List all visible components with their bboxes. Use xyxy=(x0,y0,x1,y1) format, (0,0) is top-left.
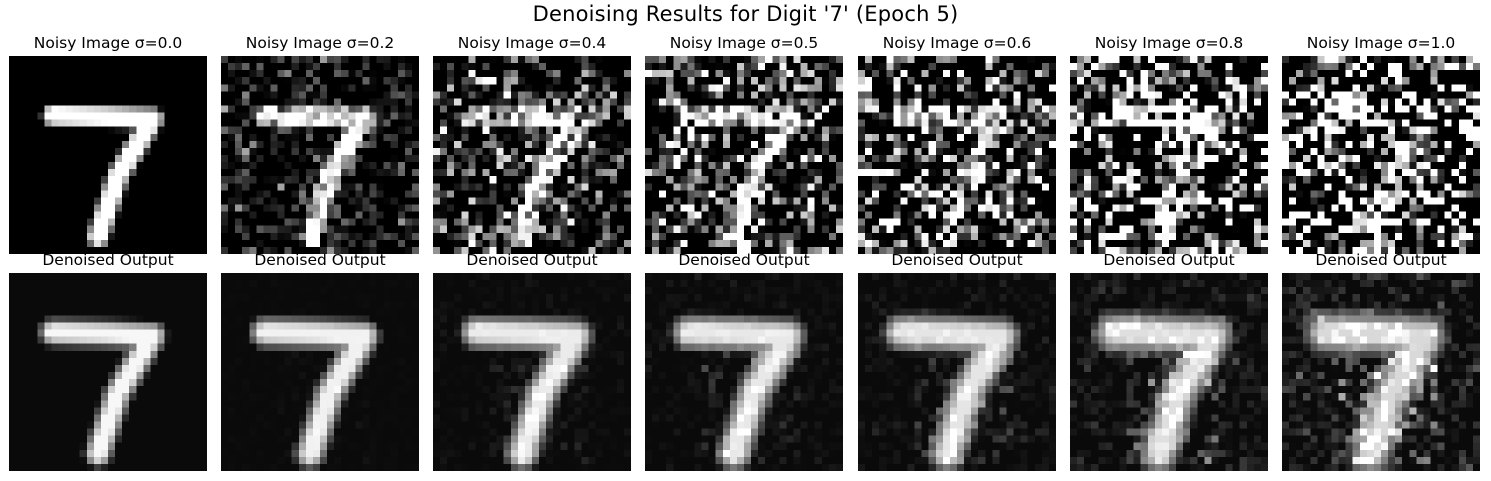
denoised-title-3: Denoised Output xyxy=(678,251,810,269)
denoised-image-4 xyxy=(858,273,1056,471)
denoised-image-5 xyxy=(1070,273,1268,471)
denoised-title-4: Denoised Output xyxy=(891,251,1023,269)
noisy-title-2: Noisy Image σ=0.4 xyxy=(457,34,607,52)
denoised-image-6 xyxy=(1282,273,1480,471)
denoised-image-3 xyxy=(645,273,843,471)
noisy-title-5: Noisy Image σ=0.8 xyxy=(1094,34,1244,52)
noisy-title-3: Noisy Image σ=0.5 xyxy=(669,34,819,52)
denoised-title-5: Denoised Output xyxy=(1103,251,1235,269)
denoised-title-2: Denoised Output xyxy=(466,251,598,269)
noisy-image-2 xyxy=(433,56,631,254)
denoised-image-0 xyxy=(9,273,207,471)
denoised-image-2 xyxy=(433,273,631,471)
denoised-title-6: Denoised Output xyxy=(1315,251,1447,269)
noisy-title-0: Noisy Image σ=0.0 xyxy=(33,34,183,52)
noisy-image-0 xyxy=(9,56,207,254)
noisy-image-3 xyxy=(645,56,843,254)
noisy-image-6 xyxy=(1282,56,1480,254)
denoised-title-1: Denoised Output xyxy=(254,251,386,269)
denoised-title-0: Denoised Output xyxy=(42,251,174,269)
noisy-title-4: Noisy Image σ=0.6 xyxy=(882,34,1032,52)
figure-title: Denoising Results for Digit '7' (Epoch 5… xyxy=(532,2,959,26)
denoised-image-1 xyxy=(221,273,419,471)
noisy-title-1: Noisy Image σ=0.2 xyxy=(245,34,395,52)
noisy-title-6: Noisy Image σ=1.0 xyxy=(1306,34,1456,52)
noisy-image-4 xyxy=(858,56,1056,254)
noisy-image-5 xyxy=(1070,56,1268,254)
noisy-image-1 xyxy=(221,56,419,254)
